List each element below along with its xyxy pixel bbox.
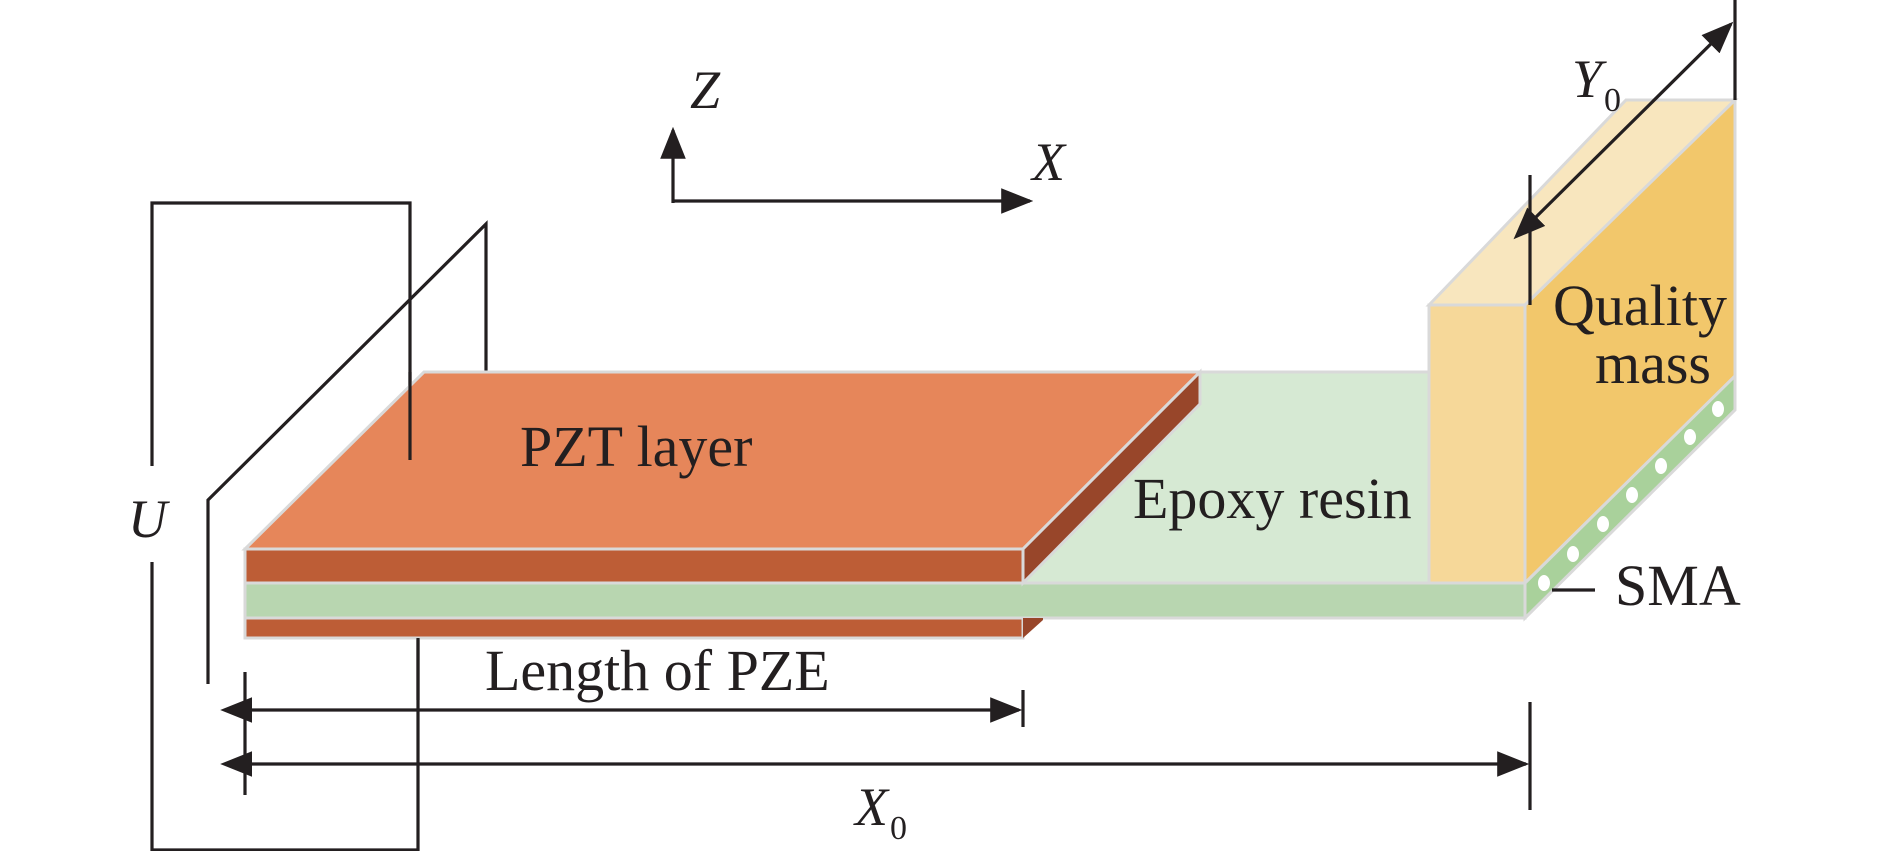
voltage-circuit: U [128,201,488,852]
x0-label: X0 [853,777,907,847]
pzt-layers [241,368,1204,640]
pzt-upper-front-face [243,547,1025,585]
y0-dimension [1513,21,1734,240]
pzt-lower-front-face [243,616,1025,640]
length-of-pze-label: Length of PZE [485,638,830,703]
circuit-wire-top [150,201,412,466]
y0-label: Y0 [1572,49,1621,119]
voltage-label: U [128,489,170,549]
circuit-wire-bottom [150,562,420,852]
pzt-upper-end-face [1021,368,1202,587]
z-axis-label: Z [690,60,721,120]
mass-front-face [1427,303,1527,585]
dimension-lines: Length of PZE X0 Y0 [220,0,1737,847]
sma-label: SMA [1615,553,1741,618]
epoxy-front-face [243,581,1527,620]
coordinate-axes: Z X [660,60,1067,214]
quality-mass-label-line2: mass [1595,331,1711,396]
sma-strip: SMA [1523,372,1741,622]
electrode-plane-wire [206,220,488,684]
epoxy-resin-label: Epoxy resin [1133,466,1412,531]
quality-mass-label-line1: Quality [1553,273,1727,338]
pzt-layer-label: PZT layer [520,414,752,479]
sma-wire-dots [1538,401,1724,591]
x-axis-label: X [1030,132,1067,192]
pzt-lower-end-face [1023,618,1043,638]
